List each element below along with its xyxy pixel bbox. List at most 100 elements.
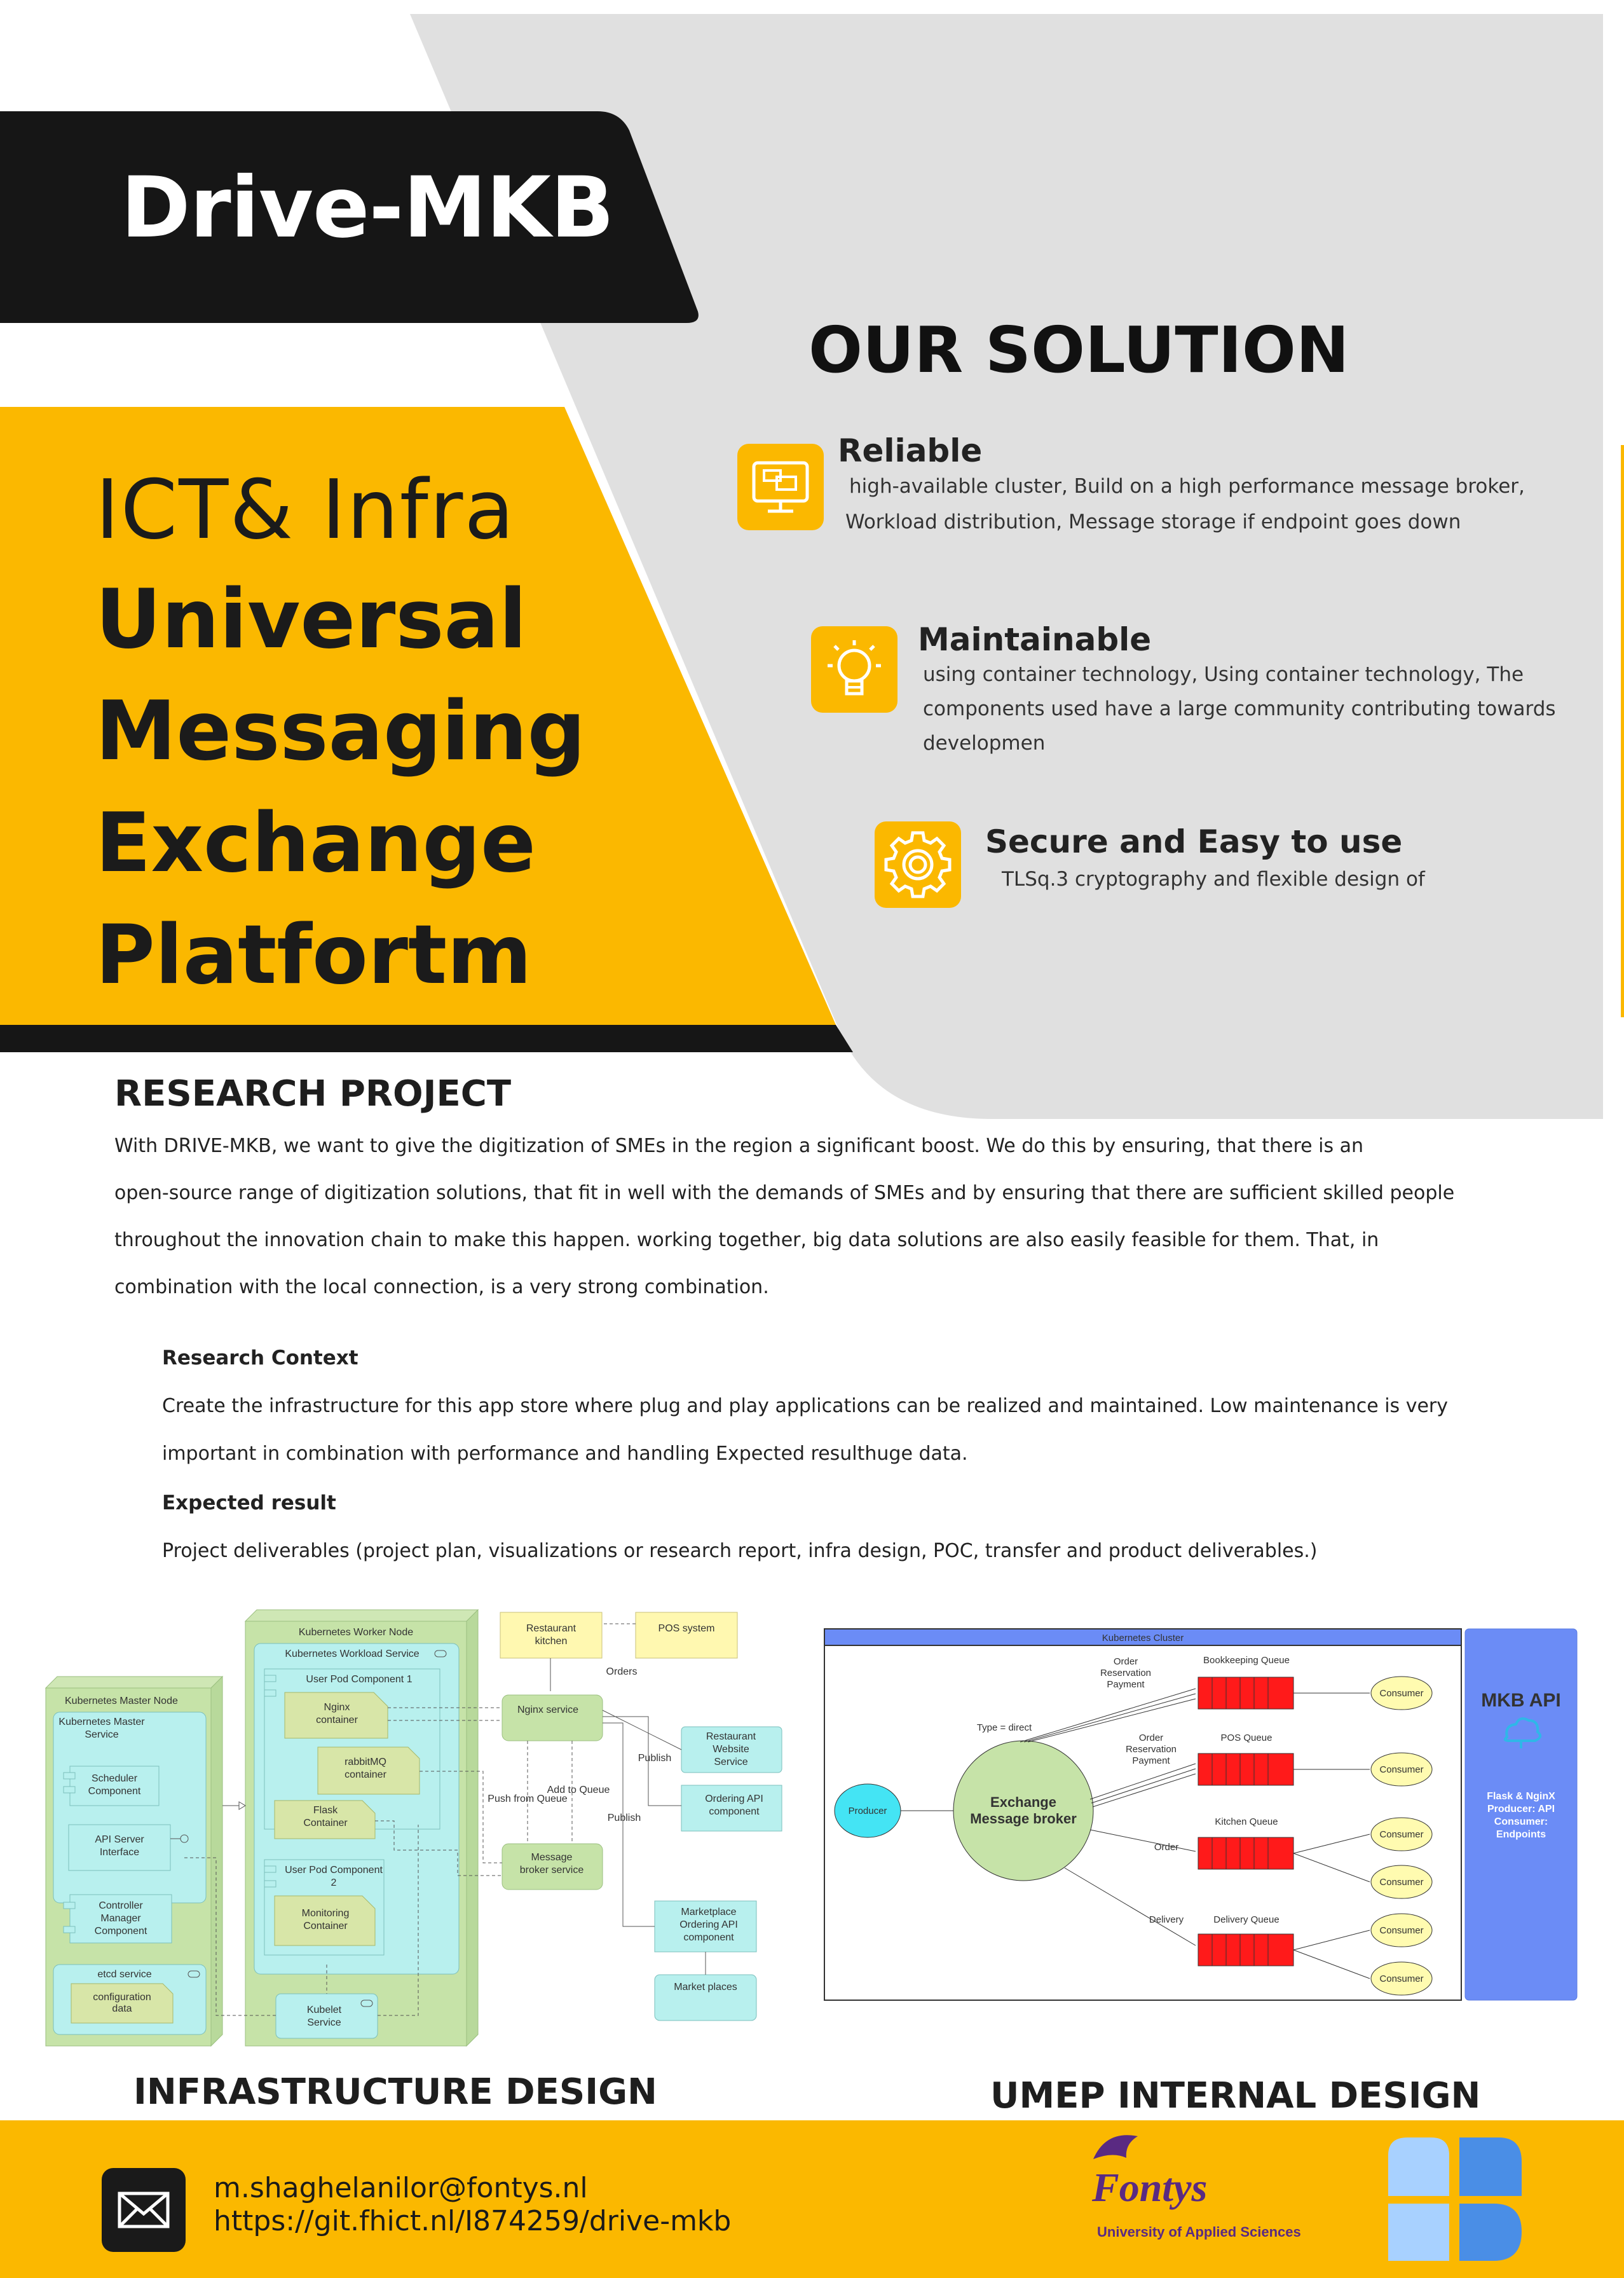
- svg-text:Producer: API: Producer: API: [1487, 1804, 1555, 1815]
- svg-text:Kubelet: Kubelet: [307, 2005, 342, 2015]
- svg-text:Interface: Interface: [100, 1847, 139, 1858]
- contact-url[interactable]: https://git.fhict.nl/I874259/drive-mkb: [214, 2205, 732, 2237]
- svg-text:Ordering API: Ordering API: [679, 1919, 738, 1930]
- svg-text:data: data: [112, 2003, 132, 2014]
- svg-text:Service: Service: [85, 1729, 118, 1740]
- research-intro-line-1: With DRIVE-MKB, we want to give the digi…: [114, 1135, 1364, 1157]
- svg-text:POS system: POS system: [658, 1623, 715, 1634]
- research-intro-line-4: combination with the local connection, i…: [114, 1276, 769, 1298]
- cloud-icon: [1503, 1717, 1542, 1748]
- svg-text:Service: Service: [714, 1757, 747, 1767]
- svg-text:Kubernetes Workload Service: Kubernetes Workload Service: [285, 1649, 419, 1659]
- svg-text:etcd service: etcd service: [97, 1969, 151, 1980]
- subtitle-line-2: Messaging: [95, 684, 586, 779]
- svg-text:Endpoints: Endpoints: [1496, 1829, 1546, 1840]
- consumer-kitchen-1: [1370, 1817, 1433, 1851]
- svg-text:Order: Order: [1114, 1656, 1138, 1667]
- bookkeeping-queue: [1198, 1677, 1294, 1710]
- svg-text:Delivery: Delivery: [1149, 1914, 1184, 1925]
- svg-text:Payment: Payment: [1107, 1679, 1145, 1690]
- research-context-line-1: Create the infrastructure for this app s…: [162, 1395, 1449, 1417]
- svg-text:Add to Queue: Add to Queue: [547, 1785, 610, 1795]
- right-yellow-edge: [1621, 445, 1624, 1017]
- pos-queue: [1198, 1753, 1294, 1786]
- svg-text:Reservation: Reservation: [1126, 1744, 1177, 1755]
- svg-text:kitchen: kitchen: [535, 1636, 568, 1647]
- monitor-icon: [737, 444, 824, 530]
- svg-text:broker service: broker service: [520, 1865, 584, 1876]
- svg-text:Consumer: Consumer: [1379, 1829, 1423, 1840]
- svg-text:Order: Order: [1154, 1842, 1178, 1853]
- svg-text:Service: Service: [307, 2017, 341, 2028]
- research-intro-line-2: open-source range of digitization soluti…: [114, 1182, 1455, 1204]
- feature-maintainable-line-1: using container technology, Using contai…: [923, 663, 1524, 686]
- research-context-line-2: important in combination with performanc…: [162, 1443, 968, 1465]
- svg-text:Consumer:: Consumer:: [1494, 1816, 1548, 1827]
- feature-reliable-title: Reliable: [838, 432, 983, 469]
- subtitle-line-3: Exchange: [95, 796, 536, 891]
- svg-text:Payment: Payment: [1132, 1755, 1170, 1766]
- svg-text:Consumer: Consumer: [1379, 1877, 1423, 1888]
- svg-text:Consumer: Consumer: [1379, 1925, 1423, 1936]
- kitchen-queue: [1198, 1837, 1294, 1870]
- svg-text:Nginx: Nginx: [324, 1702, 350, 1713]
- consumer-bookkeeping: [1370, 1676, 1433, 1710]
- research-heading: RESEARCH PROJECT: [114, 1073, 512, 1115]
- umep-caption: UMEP INTERNAL DESIGN: [990, 2075, 1481, 2117]
- kubernetes-cluster-frame: [824, 1628, 1462, 2001]
- svg-text:Flask & NginX: Flask & NginX: [1487, 1791, 1555, 1802]
- svg-text:Market places: Market places: [674, 1982, 737, 1993]
- svg-text:Publish: Publish: [608, 1813, 641, 1823]
- consumer-delivery-1: [1370, 1913, 1433, 1947]
- svg-text:Kubernetes Worker Node: Kubernetes Worker Node: [299, 1627, 413, 1638]
- svg-text:configuration: configuration: [93, 1992, 151, 2003]
- master-node-label: Kubernetes Master Node: [65, 1696, 178, 1706]
- svg-text:Container: Container: [303, 1818, 348, 1829]
- svg-text:User Pod Component: User Pod Component: [285, 1865, 383, 1876]
- svg-text:Message: Message: [531, 1852, 573, 1863]
- feature-maintainable-title: Maintainable: [918, 621, 1152, 658]
- svg-text:Ordering API: Ordering API: [705, 1794, 763, 1804]
- svg-text:Bookkeeping Queue: Bookkeeping Queue: [1203, 1655, 1290, 1666]
- delivery-queue: [1198, 1933, 1294, 1966]
- nginx-service-node: [502, 1694, 603, 1741]
- svg-text:Message broker: Message broker: [970, 1811, 1077, 1827]
- svg-text:Flask: Flask: [313, 1805, 338, 1816]
- svg-text:2: 2: [331, 1877, 337, 1888]
- svg-text:University of Applied Sciences: University of Applied Sciences: [1097, 2224, 1301, 2240]
- umep-diagram: Kubernetes Cluster Producer Exchange Mes…: [824, 1628, 1578, 2001]
- feature-secure-title: Secure and Easy to use: [985, 823, 1403, 860]
- consumer-pos: [1370, 1752, 1433, 1787]
- expected-result-text: Project deliverables (project plan, visu…: [162, 1540, 1318, 1562]
- mail-icon: [102, 2168, 186, 2252]
- consumer-delivery-2: [1370, 1961, 1433, 1996]
- infrastructure-caption: INFRASTRUCTURE DESIGN: [133, 2071, 657, 2113]
- svg-text:POS Queue: POS Queue: [1221, 1733, 1273, 1743]
- svg-text:Container: Container: [303, 1921, 348, 1931]
- svg-text:User Pod Component 1: User Pod Component 1: [306, 1674, 412, 1685]
- footer: [0, 2120, 1624, 2278]
- infrastructure-diagram: Kubernetes Master Node Kubernetes Master…: [44, 1609, 782, 2047]
- subtitle-ict-infra: ICT& Infra: [95, 463, 515, 558]
- svg-text:Manager: Manager: [100, 1913, 141, 1924]
- svg-text:Publish: Publish: [638, 1753, 671, 1764]
- contact-email[interactable]: m.shaghelanilor@fontys.nl: [214, 2172, 588, 2204]
- master-service-box: [53, 1712, 207, 1904]
- feature-reliable-line-1: high-available cluster, Build on a high …: [849, 475, 1525, 498]
- feature-maintainable-line-2: components used have a large community c…: [923, 697, 1556, 720]
- gear-icon: [875, 821, 961, 908]
- yellow-block: [0, 407, 836, 1025]
- research-context-heading: Research Context: [162, 1347, 358, 1369]
- svg-text:container: container: [316, 1715, 358, 1726]
- svg-text:Component: Component: [88, 1786, 141, 1797]
- svg-text:Fontys: Fontys: [1091, 2165, 1207, 2210]
- gray-solution-panel: [410, 14, 1603, 1119]
- fontys-logo: Fontys University of Applied Sciences: [1091, 2135, 1301, 2240]
- svg-text:API Server: API Server: [95, 1834, 144, 1845]
- svg-text:Website: Website: [713, 1744, 749, 1755]
- svg-text:MKB API: MKB API: [1481, 1690, 1561, 1711]
- svg-text:Nginx service: Nginx service: [517, 1705, 578, 1715]
- svg-text:Scheduler: Scheduler: [92, 1773, 138, 1784]
- svg-text:Reservation: Reservation: [1100, 1668, 1151, 1678]
- svg-text:Delivery Queue: Delivery Queue: [1213, 1914, 1279, 1925]
